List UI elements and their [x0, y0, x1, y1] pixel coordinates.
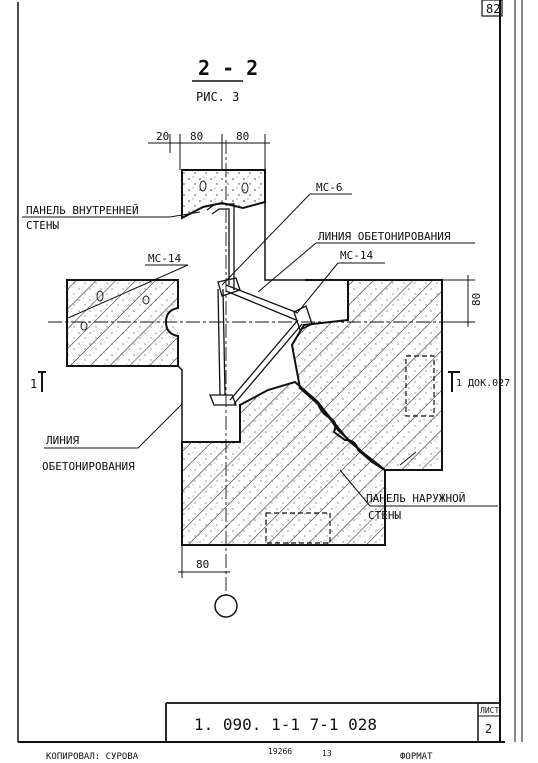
figure-label: РИС. 3 [196, 90, 239, 104]
joint-edge [299, 387, 386, 471]
footer-extra: 13 [322, 749, 332, 758]
label-concreting-line-left-2: ОБЕТОНИРОВАНИЯ [42, 460, 135, 473]
embedded-part-bottom [265, 512, 331, 544]
label-outer-panel-line1: ПАНЕЛЬ НАРУЖНОЙ [366, 492, 465, 505]
axis-bubble [214, 594, 238, 618]
leader-lines [22, 193, 498, 507]
label-ms14-left: МС-14 [148, 252, 181, 265]
top-dimension-chain [148, 134, 270, 170]
drawing-code: 1. 090. 1-1 7-1 028 [194, 715, 377, 734]
label-inner-panel-line1: ПАНЕЛЬ ВНУТРЕННЕЙ [26, 204, 139, 217]
section-mark-right: 1 ДОК.027 [456, 378, 510, 389]
inner-panel-top [181, 169, 266, 220]
section-mark-left: 1 [30, 377, 37, 391]
dim-right-80: 80 [470, 293, 483, 306]
dim-top-20: 20 [156, 130, 169, 143]
embedded-part-right [405, 355, 435, 417]
footer-number: 19266 [268, 747, 292, 756]
aggregate-marks-top [199, 180, 249, 194]
label-inner-panel-line2: СТЕНЫ [26, 219, 59, 232]
concreting-outline [177, 202, 305, 442]
footer-format: ФОРМАТ [400, 752, 433, 762]
steel-connectors [206, 203, 313, 406]
label-outer-panel-line2: СТЕНЫ [368, 509, 401, 522]
sheet-label: ЛИСТ [480, 706, 499, 715]
section-mark-right-symbol [448, 371, 460, 392]
label-ms6: МС-6 [316, 181, 343, 194]
dim-bottom-80: 80 [196, 558, 209, 571]
footer-copied-by: КОПИРОВАЛ: СУРОВА [46, 752, 139, 762]
section-mark-left-symbol [38, 371, 46, 392]
center-axes [48, 140, 470, 595]
dim-top-80b: 80 [236, 130, 249, 143]
label-concreting-line-top: ЛИНИЯ ОБЕТОНИРОВАНИЯ [318, 230, 451, 243]
sheet-number: 2 [485, 722, 492, 736]
dim-top-80a: 80 [190, 130, 203, 143]
label-concreting-line-left-1: ЛИНИЯ [46, 434, 79, 447]
label-ms14-right: МС-14 [340, 249, 373, 262]
sheet-frame [17, 0, 523, 743]
page-number: 82 [486, 2, 500, 16]
title-block [165, 702, 500, 742]
right-dimension [442, 275, 475, 327]
bottom-dimension [178, 545, 230, 578]
section-title: 2 - 2 [198, 56, 258, 80]
